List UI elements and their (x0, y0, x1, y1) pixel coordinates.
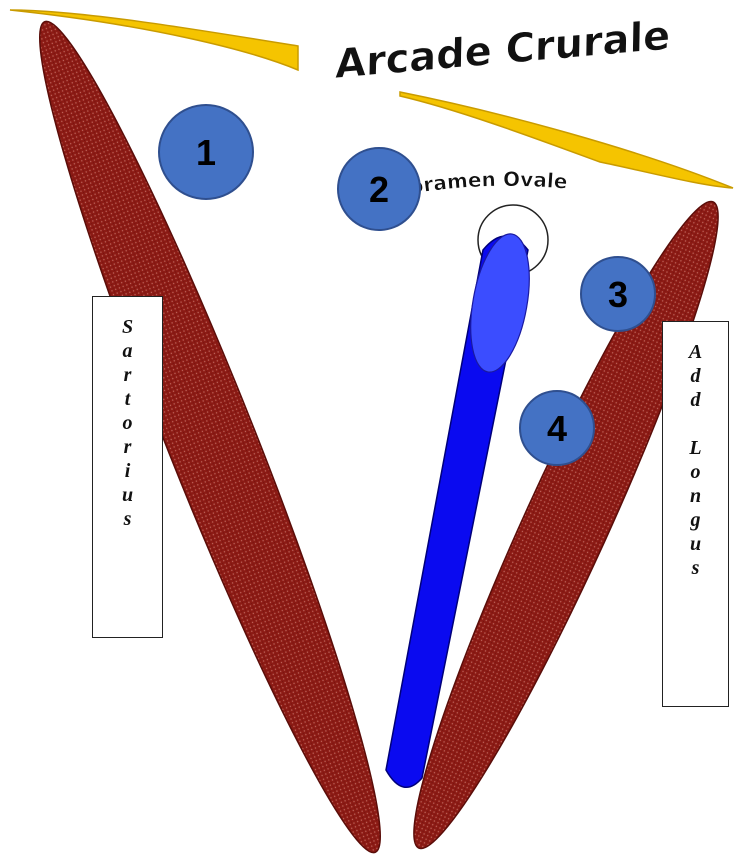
marker-3-label: 3 (608, 274, 628, 315)
marker-2-circle (337, 147, 421, 231)
ligament-left-band (9, 9, 299, 72)
marker-4: 4 (519, 390, 595, 466)
adductor-longus-muscle (413, 200, 719, 850)
marker-4-label: 4 (547, 408, 567, 449)
marker-1: 1 (158, 104, 254, 200)
femoral-vein (385, 235, 529, 788)
arcade-crurale-title: Arcade Crurale (335, 13, 671, 88)
foramen-ovale-label: Foramen Ovale (395, 167, 569, 201)
marker-3: 3 (580, 256, 656, 332)
sartorius-muscle (38, 20, 382, 854)
marker-1-label: 1 (196, 132, 216, 173)
foramen-ovale-text: Foramen Ovale (394, 167, 568, 201)
marker-4-circle (519, 390, 595, 466)
vein-highlight (470, 233, 530, 373)
marker-2: 2 (337, 147, 421, 231)
marker-1-circle (158, 104, 254, 200)
marker-2-label: 2 (369, 169, 389, 210)
marker-3-circle (580, 256, 656, 332)
ligament-right-band (399, 91, 734, 189)
sartorius-label-box: SartoriusSartorius (92, 296, 163, 638)
